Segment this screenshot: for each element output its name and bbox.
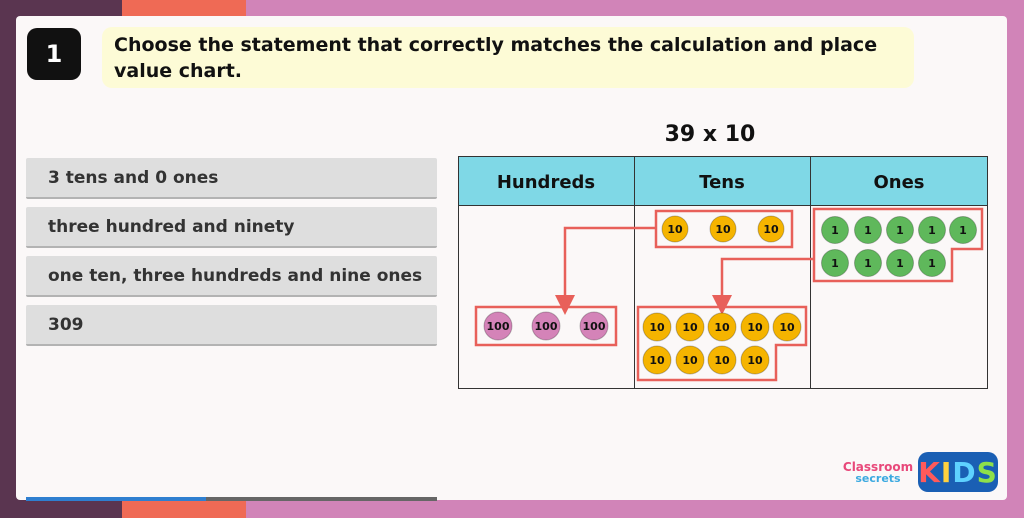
- tens-counter: [642, 312, 672, 342]
- tens-counter: [675, 345, 705, 375]
- ones-counter: [918, 216, 946, 244]
- tens-counter-label: 10: [779, 321, 795, 334]
- ones-counter-label: 1: [896, 257, 904, 270]
- tens-counter-label: 10: [682, 321, 698, 334]
- answer-option-4[interactable]: 309: [26, 305, 437, 346]
- hundreds-counter: [579, 311, 609, 341]
- tens-counter: [675, 312, 705, 342]
- ones-counter: [886, 216, 914, 244]
- hundreds-counter: [531, 311, 561, 341]
- kids-letter: K: [918, 455, 941, 489]
- ones-counter-label: 1: [959, 224, 967, 237]
- tens-counter-label: 10: [649, 321, 665, 334]
- progress-bar-fill: [26, 497, 206, 501]
- kids-letter: D: [952, 455, 977, 489]
- tens-counter-label: 10: [667, 223, 683, 236]
- kids-letter: S: [976, 455, 998, 489]
- kids-letter: I: [940, 455, 953, 489]
- tens-counter: [661, 215, 689, 243]
- tens-counter-label: 10: [763, 223, 779, 236]
- tens-after-group: [636, 305, 808, 382]
- question-text: Choose the statement that correctly matc…: [102, 27, 914, 88]
- tens-counter: [709, 215, 737, 243]
- ones-counter-label: 1: [864, 257, 872, 270]
- tens-counter: [772, 312, 802, 342]
- ones-before-group: [812, 207, 984, 283]
- kids-logo: K I D S: [918, 452, 998, 492]
- ones-counter: [918, 249, 946, 277]
- ones-counter-label: 1: [928, 257, 936, 270]
- hundreds-counter: [483, 311, 513, 341]
- tens-counter-label: 10: [715, 223, 731, 236]
- tens-counter: [707, 345, 737, 375]
- hundreds-counter-label: 100: [487, 320, 510, 333]
- tens-counter-label: 10: [714, 321, 730, 334]
- ones-counter: [854, 216, 882, 244]
- tens-counter: [740, 312, 770, 342]
- tens-counter: [757, 215, 785, 243]
- tens-counter-label: 10: [649, 354, 665, 367]
- tens-counter: [740, 345, 770, 375]
- tens-counter-label: 10: [747, 354, 763, 367]
- header-ones: Ones: [873, 172, 924, 193]
- tens-counter-label: 10: [682, 354, 698, 367]
- place-value-chart: Hundreds Tens Ones 10 10 10 1 1 1 1 1 1 1 1 1 100 100…: [458, 156, 988, 390]
- tens-counter: [707, 312, 737, 342]
- ones-counter-label: 1: [928, 224, 936, 237]
- question-number: 1: [27, 28, 81, 80]
- header-hundreds: Hundreds: [497, 172, 595, 193]
- ones-counter-label: 1: [831, 224, 839, 237]
- tens-counter-label: 10: [714, 354, 730, 367]
- tens-counter: [642, 345, 672, 375]
- tens-to-hundreds-arrow: [555, 226, 656, 315]
- calculation: 39 x 10: [664, 122, 756, 147]
- ones-counter-label: 1: [896, 224, 904, 237]
- hundreds-after-group: [474, 305, 618, 347]
- ones-to-tens-arrow: [712, 257, 814, 315]
- ones-counter: [821, 249, 849, 277]
- answer-option-1[interactable]: 3 tens and 0 ones: [26, 158, 437, 199]
- ones-counter: [854, 249, 882, 277]
- ones-counter: [821, 216, 849, 244]
- hundreds-counter-label: 100: [535, 320, 558, 333]
- answer-option-3[interactable]: one ten, three hundreds and nine ones: [26, 256, 437, 297]
- progress-bar-track: [206, 497, 437, 501]
- hundreds-counter-label: 100: [583, 320, 606, 333]
- ones-counter-label: 1: [831, 257, 839, 270]
- answer-option-2[interactable]: three hundred and ninety: [26, 207, 437, 248]
- tens-counter-label: 10: [747, 321, 763, 334]
- ones-counter: [949, 216, 977, 244]
- ones-counter: [886, 249, 914, 277]
- chart-border: [458, 156, 988, 389]
- header-tens: Tens: [699, 172, 745, 193]
- ones-counter-label: 1: [864, 224, 872, 237]
- classroom-secrets-logo: Classroom secrets: [842, 460, 914, 485]
